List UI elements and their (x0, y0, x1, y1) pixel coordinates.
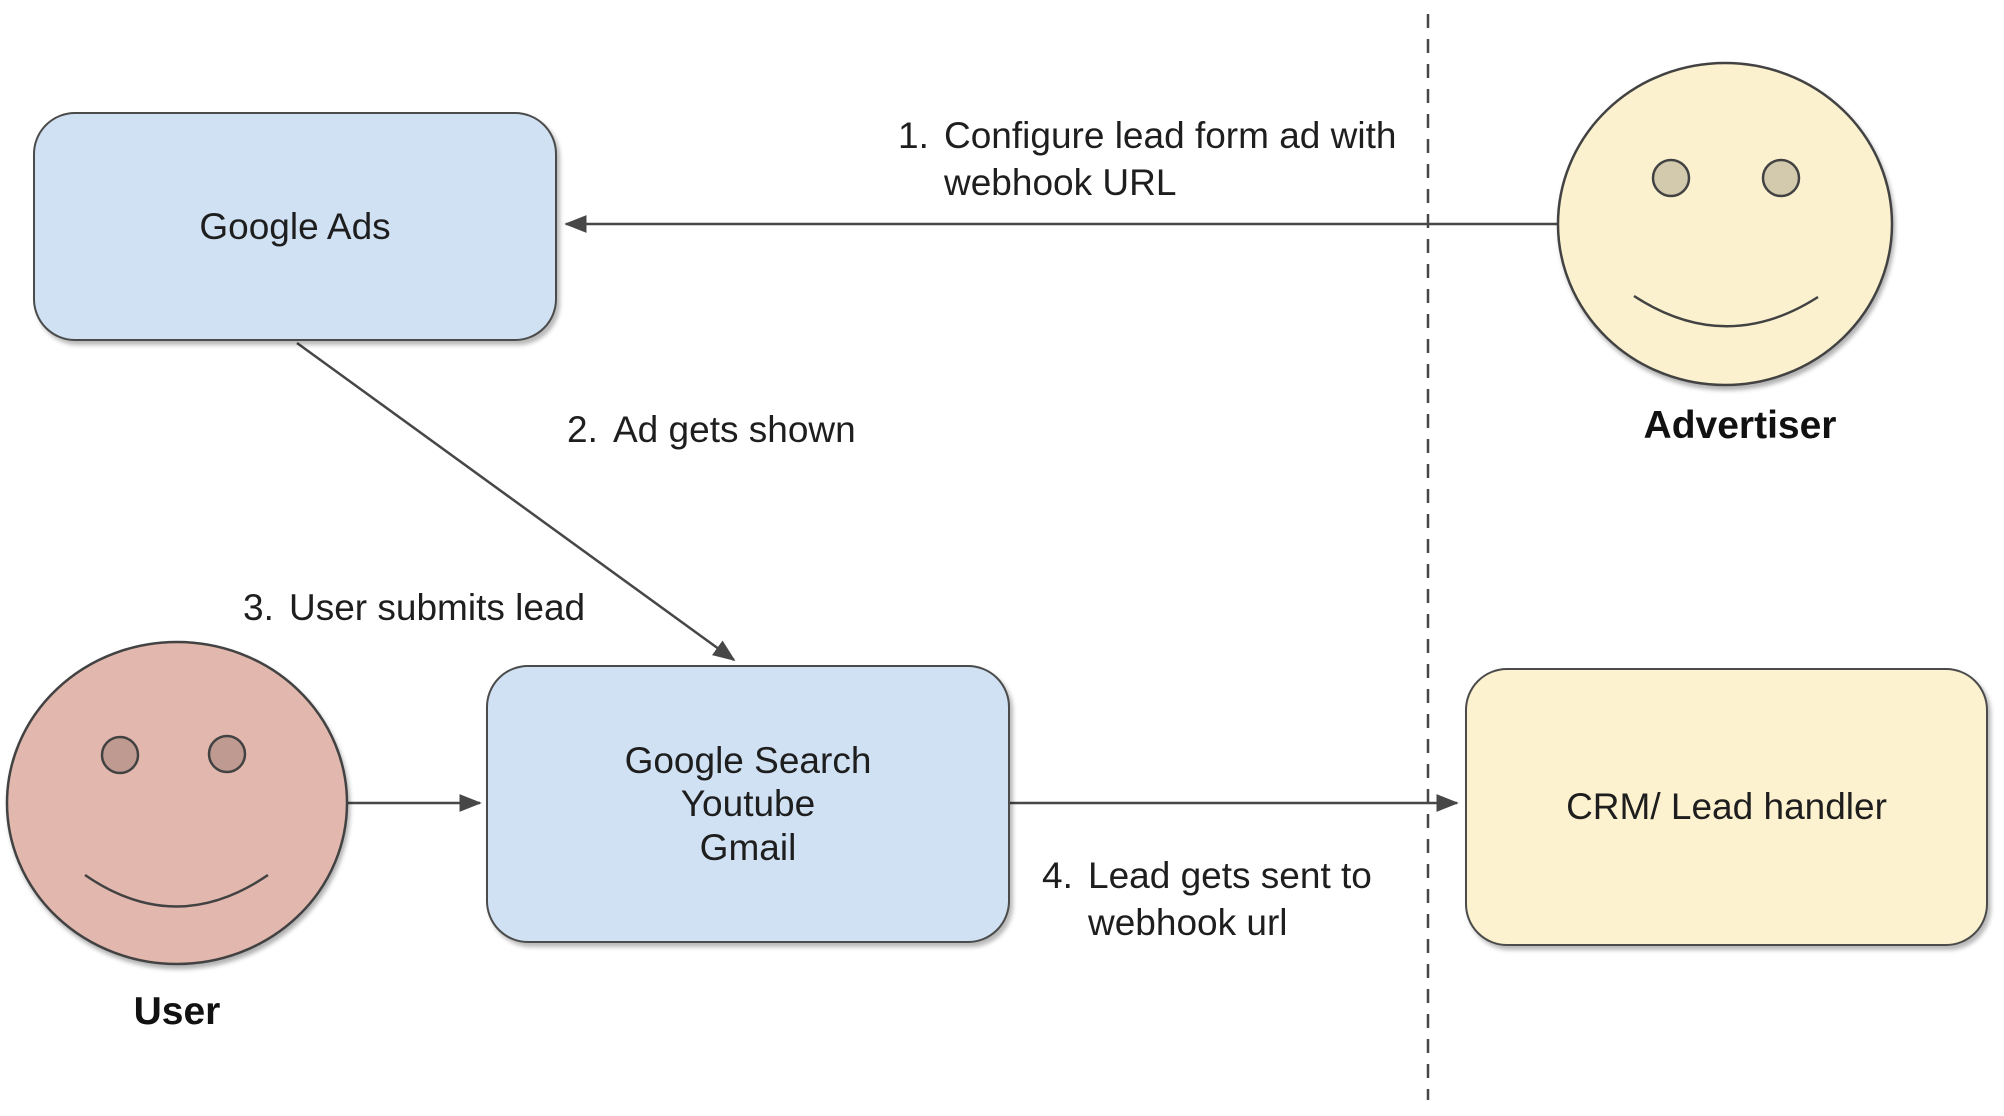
step-1-text: Configure lead form ad with webhook URL (944, 115, 1397, 203)
step-4-number: 4. (1042, 855, 1073, 896)
crm-label: CRM/ Lead handler (1566, 786, 1887, 828)
google-ads-box: Google Ads (33, 112, 557, 341)
step-2-ad-gets-shown: 2. Ad gets shown (567, 406, 856, 453)
advertiser-smile (1633, 294, 1819, 328)
user-eye-right (207, 734, 247, 774)
user-label: User (133, 990, 221, 1033)
user-head (5, 640, 349, 966)
crm-lead-handler-box: CRM/ Lead handler (1465, 668, 1988, 946)
user-smile (84, 873, 269, 908)
step-4-text: Lead gets sent to webhook url (1088, 855, 1372, 943)
advertiser-eye-left (1651, 158, 1691, 198)
google-surfaces-label: Google Search Youtube Gmail (624, 740, 872, 868)
step-3-number: 3. (243, 587, 274, 628)
step-2-text: Ad gets shown (613, 409, 856, 450)
step-3-text: User submits lead (289, 587, 586, 628)
step-4-lead-sent-to-webhook: 4. Lead gets sent to webhook url (1042, 852, 1428, 946)
user-eye-left (100, 735, 140, 775)
user-face (5, 640, 349, 966)
google-surfaces-box: Google Search Youtube Gmail (486, 665, 1010, 943)
advertiser-label: Advertiser (1643, 404, 1837, 447)
arrow-ad-gets-shown (296, 341, 736, 662)
step-3-user-submits-lead: 3. User submits lead (243, 584, 585, 631)
google-ads-label: Google Ads (199, 205, 391, 247)
step-1-configure-lead-form: 1. Configure lead form ad with webhook U… (898, 112, 1414, 206)
step-1-number: 1. (898, 115, 929, 156)
advertiser-face (1556, 61, 1894, 387)
advertiser-head (1556, 61, 1894, 387)
step-2-number: 2. (567, 409, 598, 450)
advertiser-eye-right (1761, 158, 1801, 198)
